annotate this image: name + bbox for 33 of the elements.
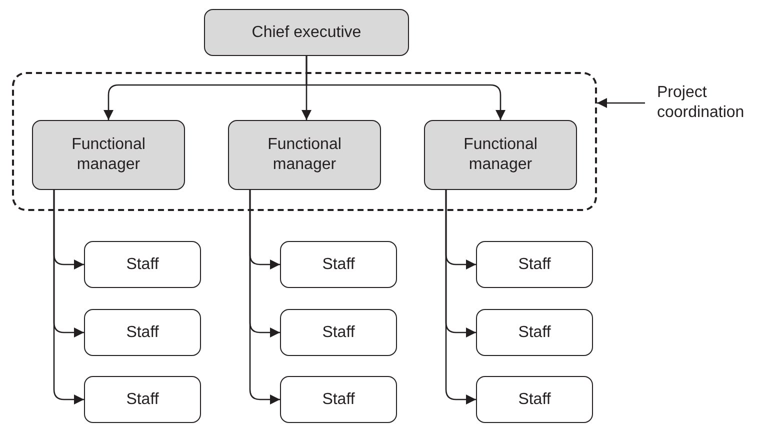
arrow <box>445 190 476 404</box>
node-label: Staff <box>126 390 159 410</box>
node-label: Staff <box>518 254 551 274</box>
node-label: Staff <box>322 322 355 342</box>
dashed-group-box <box>12 72 597 211</box>
node-label: Staff <box>518 390 551 410</box>
staff-box <box>476 309 593 356</box>
manager-box <box>204 9 409 56</box>
arrow <box>597 98 645 108</box>
manager-box <box>228 120 381 190</box>
manager-box <box>32 120 185 190</box>
arrow <box>53 190 84 404</box>
node-label: Staff <box>322 254 355 274</box>
manager-box <box>424 120 577 190</box>
staff-box <box>84 309 201 356</box>
node-label: Staff <box>322 390 355 410</box>
staff-box <box>280 376 397 423</box>
node-label: Functional manager <box>266 135 342 175</box>
staff-box <box>280 309 397 356</box>
node-label: Functional manager <box>70 135 146 175</box>
staff-box <box>476 241 593 288</box>
node-label: Functional manager <box>462 135 538 175</box>
node-label: Staff <box>518 322 551 342</box>
node-label: Staff <box>126 254 159 274</box>
annotation-text: Project coordination <box>657 83 746 123</box>
arrow <box>249 190 280 404</box>
staff-box <box>280 241 397 288</box>
node-label: Chief executive <box>252 22 362 42</box>
node-label: Staff <box>126 322 159 342</box>
staff-box <box>84 241 201 288</box>
staff-box <box>476 376 593 423</box>
arrow <box>306 55 506 121</box>
staff-box <box>84 376 201 423</box>
